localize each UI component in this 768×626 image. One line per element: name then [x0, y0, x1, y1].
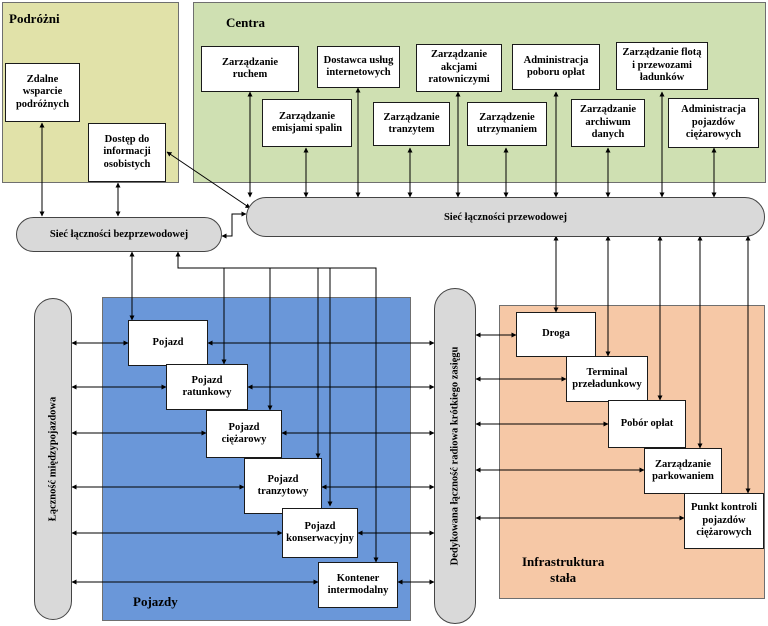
intermodal-container-box: Kontener intermodalny	[318, 562, 398, 608]
isp-box: Dostawca usług internetowych	[317, 46, 400, 88]
wireless-network-bus: Sieć łączności bezprzewodowej	[16, 217, 222, 252]
emergency-vehicle-box: Pojazd ratunkowy	[166, 364, 248, 410]
fleet-management-box: Zarządzanie flotą i przewozami ładunków	[616, 42, 708, 90]
centers-title: Centra	[226, 15, 265, 30]
transit-vehicle-box: Pojazd tranzytowy	[244, 458, 322, 514]
parking-management-box: Zarządzanie parkowaniem	[644, 448, 722, 494]
maintenance-management-box: Zarządzenie utrzymaniem	[467, 102, 547, 146]
toll-collection-box: Pobór opłat	[608, 400, 686, 448]
emissions-management-box: Zarządzanie emisjami spalin	[262, 99, 352, 147]
truck-box: Pojazd ciężarowy	[206, 410, 282, 458]
vehicle-box: Pojazd	[128, 320, 208, 366]
personal-info-access-box: Dostęp do informacji osobistych	[88, 123, 166, 182]
toll-administration-box: Administracja poboru opłat	[512, 44, 600, 90]
dsrc-network-bus: Dedykowana łączność radiowa krótkiego za…	[434, 288, 476, 624]
maintenance-vehicle-box: Pojazd konserwacyjny	[282, 508, 358, 558]
emergency-management-box: Zarządzanie akcjami ratowniczymi	[416, 44, 502, 92]
infrastructure-title: Infrastruktura stała	[522, 554, 605, 585]
travelers-title: Podróżni	[9, 11, 60, 26]
dsrc-network-label: Dedykowana łączność radiowa krótkiego za…	[449, 346, 461, 566]
data-archive-management-box: Zarządzanie archiwum danych	[571, 99, 645, 147]
wired-network-bus: Sieć łączności przewodowej	[246, 197, 765, 237]
v2v-network-label: Łączność międzypojazdowa	[47, 396, 59, 522]
cv-administration-box: Administracja pojazdów ciężarowych	[668, 98, 759, 148]
v2v-network-bus: Łączność międzypojazdowa	[34, 298, 72, 620]
vehicles-title: Pojazdy	[133, 594, 178, 609]
remote-traveler-support-box: Zdalne wsparcie podróżnych	[5, 63, 80, 122]
centers-region: Centra	[193, 2, 766, 183]
transit-management-box: Zarządzanie tranzytem	[373, 102, 450, 146]
traffic-management-box: Zarządzanie ruchem	[201, 46, 299, 92]
road-box: Droga	[516, 312, 596, 357]
cv-checkpoint-box: Punkt kontroli pojazdów ciężarowych	[684, 493, 764, 549]
freight-terminal-box: Terminal przeładunkowy	[566, 356, 648, 402]
